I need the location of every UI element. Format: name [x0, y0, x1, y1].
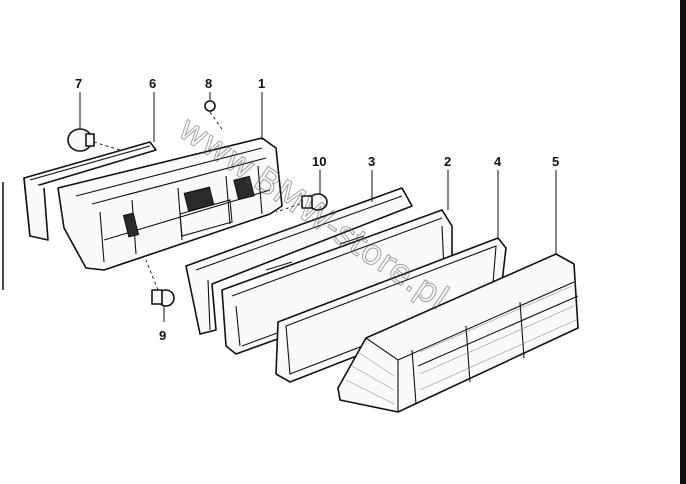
callout-8: 8 [205, 76, 212, 91]
callout-2: 2 [444, 154, 451, 169]
callout-5: 5 [552, 154, 559, 169]
leader-lines [79, 92, 557, 322]
callouts: 7 6 8 1 10 3 2 4 5 9 [75, 76, 559, 343]
part-5-lens [337, 253, 579, 413]
callout-9: 9 [159, 328, 166, 343]
callout-10: 10 [312, 154, 326, 169]
part-9-bulb [145, 259, 175, 307]
part-6-gasket [23, 141, 157, 241]
callout-7: 7 [75, 76, 82, 91]
part-3-frame [185, 187, 413, 335]
right-border [680, 0, 686, 484]
callout-1: 1 [258, 76, 265, 91]
part-7-bulb [67, 128, 121, 152]
callout-4: 4 [494, 154, 502, 169]
part-1-housing [57, 137, 283, 271]
part-10-bulb [275, 193, 328, 213]
lens-texture [345, 285, 577, 405]
part-8-nut [204, 100, 225, 133]
callout-6: 6 [149, 76, 156, 91]
callout-3: 3 [368, 154, 375, 169]
